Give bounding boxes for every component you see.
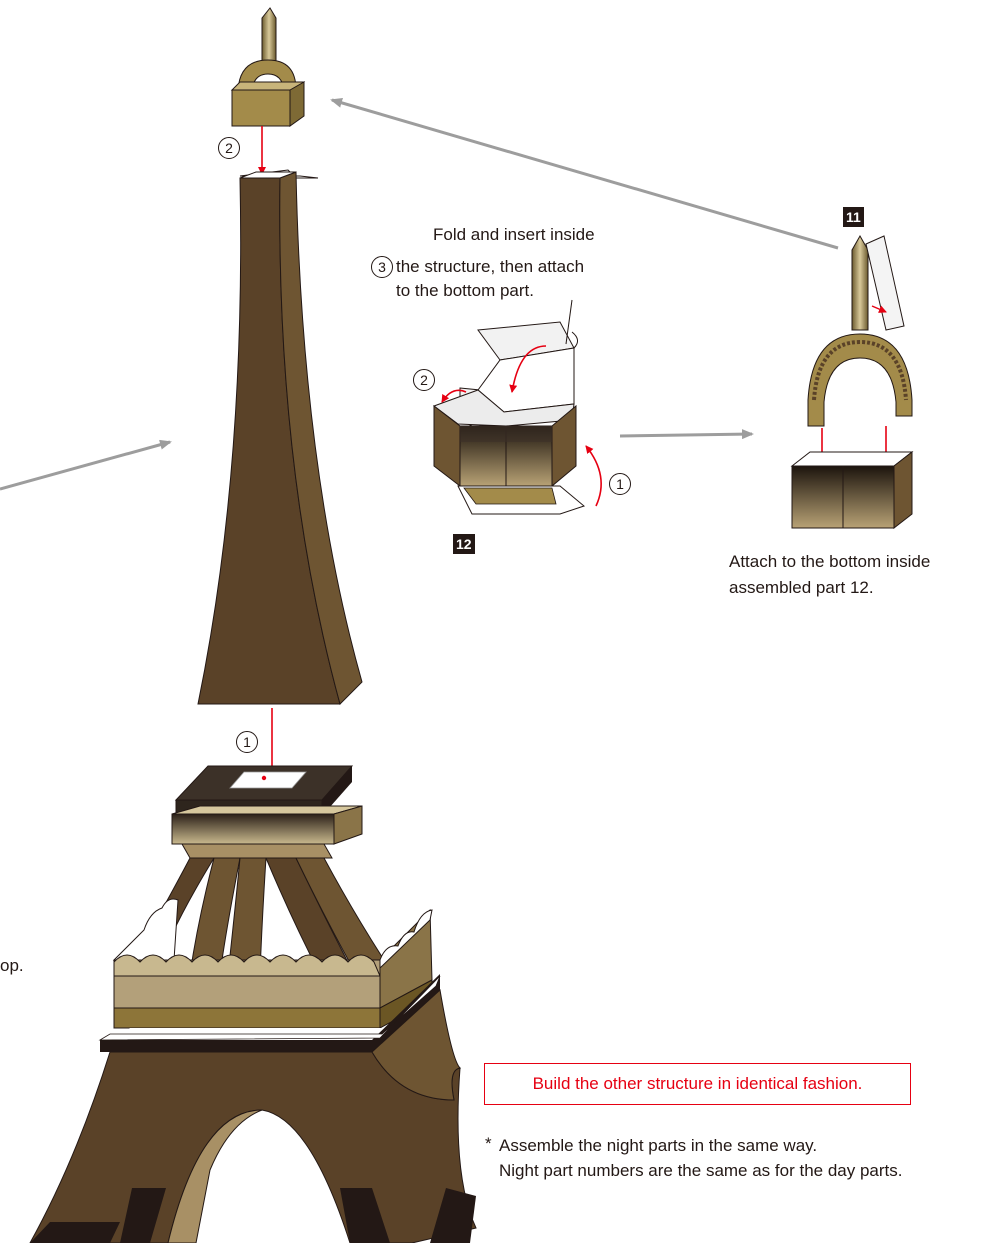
step-3-marker: 3 (371, 256, 393, 278)
fold-step-2-marker: 2 (413, 369, 435, 391)
part-11-arch (790, 234, 914, 530)
cropped-text-fragment: op. (0, 956, 24, 975)
fold-step-1-marker: 1 (609, 473, 631, 495)
first-floor-platform (98, 898, 441, 1052)
tower-base-arch (29, 989, 477, 1243)
part-11-label: 11 (843, 207, 864, 227)
attach-line-2: assembled part 12. (729, 578, 874, 597)
gray-arrows (0, 98, 839, 491)
step-1-marker: 1 (236, 731, 258, 753)
attach-line-1: Attach to the bottom inside (729, 552, 931, 571)
fold-insert-line-3: to the bottom part. (396, 281, 534, 300)
build-other-note: Build the other structure in identical f… (484, 1063, 911, 1105)
part-12-box (432, 299, 602, 515)
night-note-line-1: Assemble the night parts in the same way… (499, 1136, 818, 1155)
fold-insert-line-1: Fold and insert inside (433, 225, 595, 244)
night-note-asterisk: * (485, 1134, 492, 1153)
fold-insert-line-2: the structure, then attach (396, 257, 585, 276)
tower-mast (197, 169, 363, 705)
step-2-marker: 2 (218, 137, 240, 159)
part-12-label: 12 (453, 534, 475, 554)
middle-platform (171, 765, 363, 859)
top-spire-piece (230, 7, 306, 127)
night-note-line-2: Night part numbers are the same as for t… (499, 1161, 903, 1180)
